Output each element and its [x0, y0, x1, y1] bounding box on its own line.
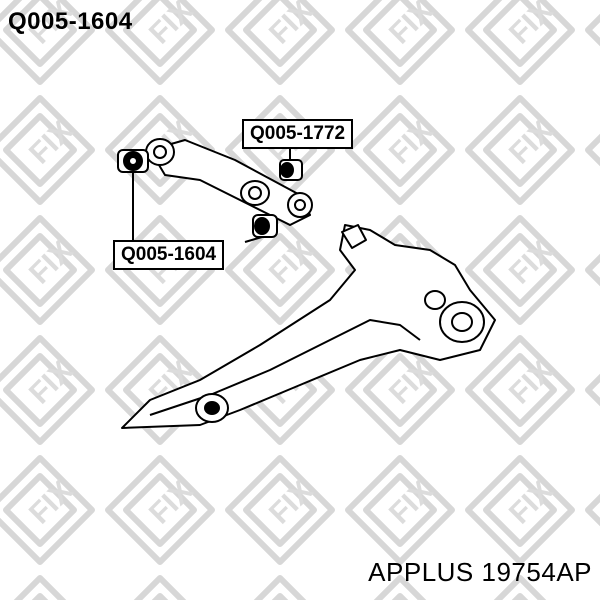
bushing-middle-top	[279, 159, 303, 181]
bushing-left	[117, 149, 149, 173]
upper-control-arm	[145, 138, 313, 226]
footer-brand: APPLUS	[368, 557, 474, 587]
bushing-middle-low	[252, 214, 278, 238]
footer-part-number: APPLUS 19754AP	[368, 557, 592, 588]
trailing-arm	[121, 224, 496, 429]
part-label-lower-left: Q005-1604	[113, 240, 225, 270]
page-title: Q005-1604	[8, 8, 133, 35]
part-label-upper-right: Q005-1772	[242, 119, 354, 149]
footer-code: 19754AP	[481, 557, 592, 587]
